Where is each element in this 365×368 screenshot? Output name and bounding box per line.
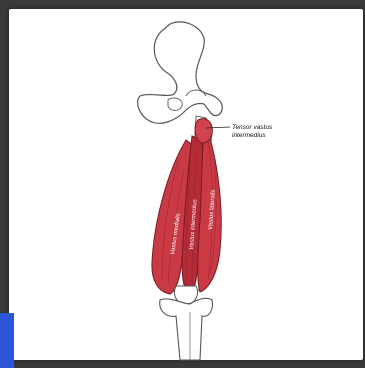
label-intermedius: intermedius	[232, 132, 266, 139]
label-tensor-vastus: Tensor vastus	[232, 124, 273, 131]
knee-bone	[160, 298, 213, 360]
obturator-foramen	[168, 98, 182, 111]
tensor-vastus-intermedius-muscle	[195, 119, 212, 143]
